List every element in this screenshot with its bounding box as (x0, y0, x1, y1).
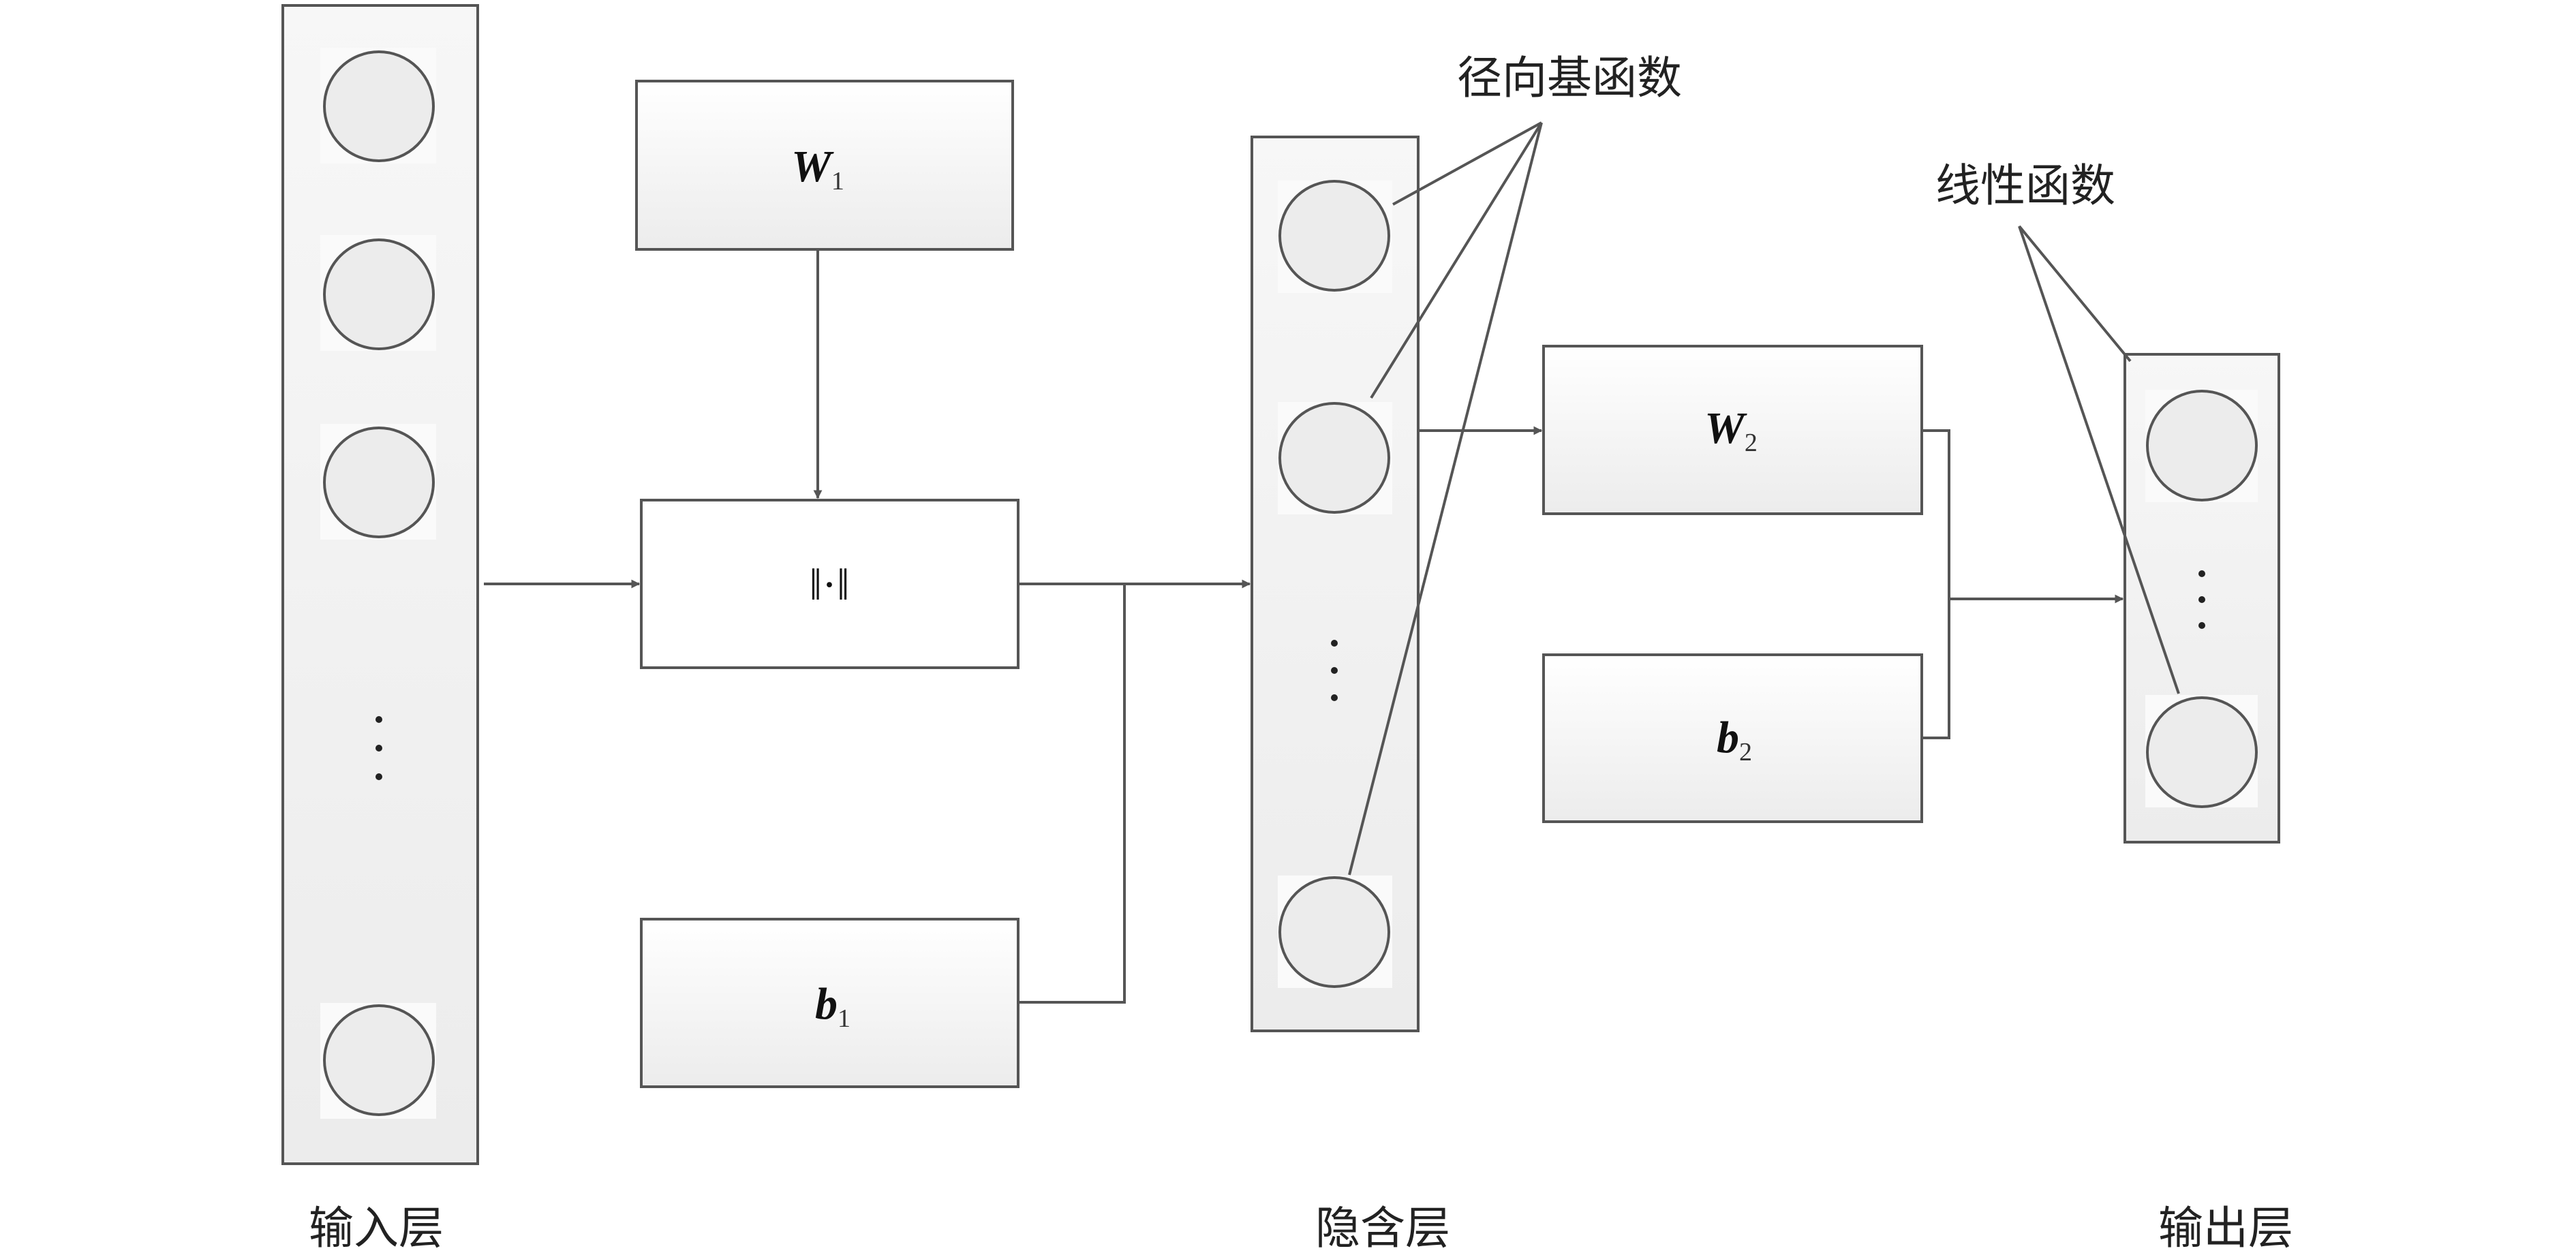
linear-label: 线性函数 (1935, 159, 2115, 212)
w1-block: W1 (635, 80, 1014, 251)
ellipsis-dot (375, 745, 382, 752)
callout-line (1348, 122, 1543, 876)
w1-symbol: W1 (791, 142, 844, 196)
hidden-node (1278, 180, 1390, 292)
ellipsis-dot (1331, 667, 1338, 674)
radial-basis-label: 径向基函数 (1457, 52, 1682, 104)
w2-block: W2 (1542, 345, 1923, 515)
ellipsis-dot (1331, 640, 1338, 647)
ellipsis-dot (2198, 570, 2205, 577)
callout-line (2018, 226, 2180, 694)
w1-box (635, 80, 1014, 251)
output-node (2146, 696, 2258, 808)
input-layer-column (281, 4, 479, 1165)
connector-b1-to-sum (1018, 584, 1126, 1004)
hidden-layer: 隐含层 (1251, 136, 1450, 1253)
input-node (323, 238, 435, 350)
output-layer-label: 输出层 (2158, 1202, 2293, 1250)
input-node (323, 1004, 435, 1116)
input-node (323, 427, 435, 538)
ellipsis-dot (2198, 622, 2205, 629)
linear-annotation: 线性函数 (1935, 159, 2180, 694)
b1-block: b1 (640, 918, 1019, 1088)
b2-block: b2 (1542, 653, 1923, 823)
radial-basis-annotation: 径向基函数 (1348, 52, 1682, 876)
hidden-layer-label: 隐含层 (1315, 1202, 1450, 1250)
input-layer: 输入层 (281, 4, 479, 1253)
b1-symbol: b1 (815, 979, 850, 1033)
w2-box (1542, 345, 1923, 515)
output-node (2146, 390, 2258, 501)
norm-block: ‖·‖ (640, 499, 1019, 669)
callout-line (1392, 121, 1542, 206)
ellipsis-dot (1331, 694, 1338, 701)
input-layer-label: 输入层 (309, 1202, 444, 1250)
connectors (484, 249, 2124, 1004)
connector-w2-out (1922, 429, 1950, 739)
ellipsis-dot (375, 773, 382, 780)
norm-symbol: ‖·‖ (809, 560, 849, 610)
w2-symbol: W2 (1704, 403, 1758, 457)
output-layer: 输出层 (2123, 353, 2293, 1253)
ellipsis-dot (375, 716, 382, 723)
hidden-node (1278, 876, 1390, 988)
input-node (323, 50, 435, 162)
callout-line (1370, 121, 1543, 399)
ellipsis-dot (2198, 596, 2205, 603)
callout-line (2018, 225, 2132, 362)
hidden-node (1278, 402, 1390, 514)
b2-symbol: b2 (1717, 713, 1752, 767)
